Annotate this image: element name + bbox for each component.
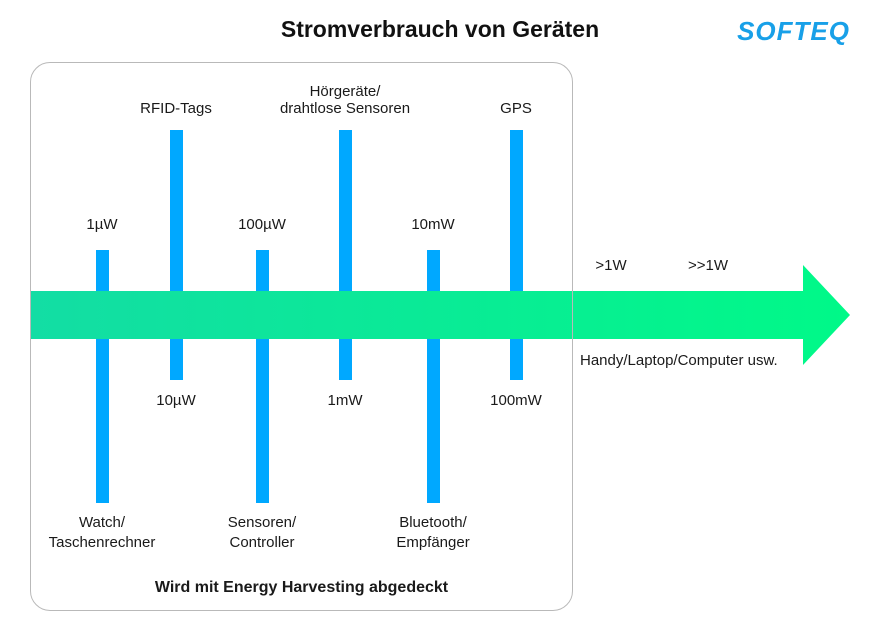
- power-axis-arrow: [30, 265, 850, 365]
- device-label-line: Taschenrechner: [48, 533, 156, 551]
- device-label: Watch/ Taschenrechner: [17, 513, 187, 552]
- device-label: GPS: [500, 100, 532, 117]
- power-label: 100mW: [490, 392, 542, 409]
- power-bar: [427, 339, 440, 503]
- power-bar: [427, 250, 440, 291]
- device-label-line: Bluetooth/: [399, 514, 467, 531]
- power-bar: [96, 250, 109, 291]
- device-label-line: drahtlose Sensoren: [279, 100, 411, 117]
- softeq-logo: SOFTEQ: [737, 16, 850, 46]
- power-label-gt1w: >1W: [595, 257, 627, 274]
- power-bar: [339, 130, 352, 291]
- device-label: Hörgeräte/ drahtlose Sensoren: [260, 83, 430, 117]
- power-bar: [170, 339, 183, 380]
- power-label: 10mW: [411, 216, 455, 233]
- device-label-line: Controller: [229, 533, 295, 551]
- power-label: 100µW: [238, 216, 286, 233]
- page-title: Stromverbrauch von Geräten: [280, 16, 600, 42]
- power-label: 10µW: [156, 392, 196, 409]
- device-label: Bluetooth/ Empfänger: [348, 513, 518, 552]
- power-bar: [170, 130, 183, 291]
- device-label: RFID-Tags: [140, 100, 212, 117]
- power-bar: [510, 339, 523, 380]
- device-label-line: Watch/: [78, 514, 126, 531]
- power-bar: [339, 339, 352, 380]
- device-label-line: Hörgeräte/: [309, 83, 381, 100]
- power-bar: [256, 339, 269, 503]
- energy-harvesting-caption: Wird mit Energy Harvesting abgedeckt: [154, 579, 449, 596]
- device-label-line: Empfänger: [396, 533, 470, 551]
- device-label: Sensoren/ Controller: [177, 513, 347, 552]
- power-bar: [510, 130, 523, 291]
- power-label-gtgt1w: >>1W: [687, 257, 729, 274]
- power-label: 1µW: [86, 216, 118, 233]
- device-label-line: Sensoren/: [227, 514, 297, 531]
- power-bar: [96, 339, 109, 503]
- power-label: 1mW: [327, 392, 363, 409]
- device-label-handy: Handy/Laptop/Computer usw.: [580, 352, 778, 369]
- power-bar: [256, 250, 269, 291]
